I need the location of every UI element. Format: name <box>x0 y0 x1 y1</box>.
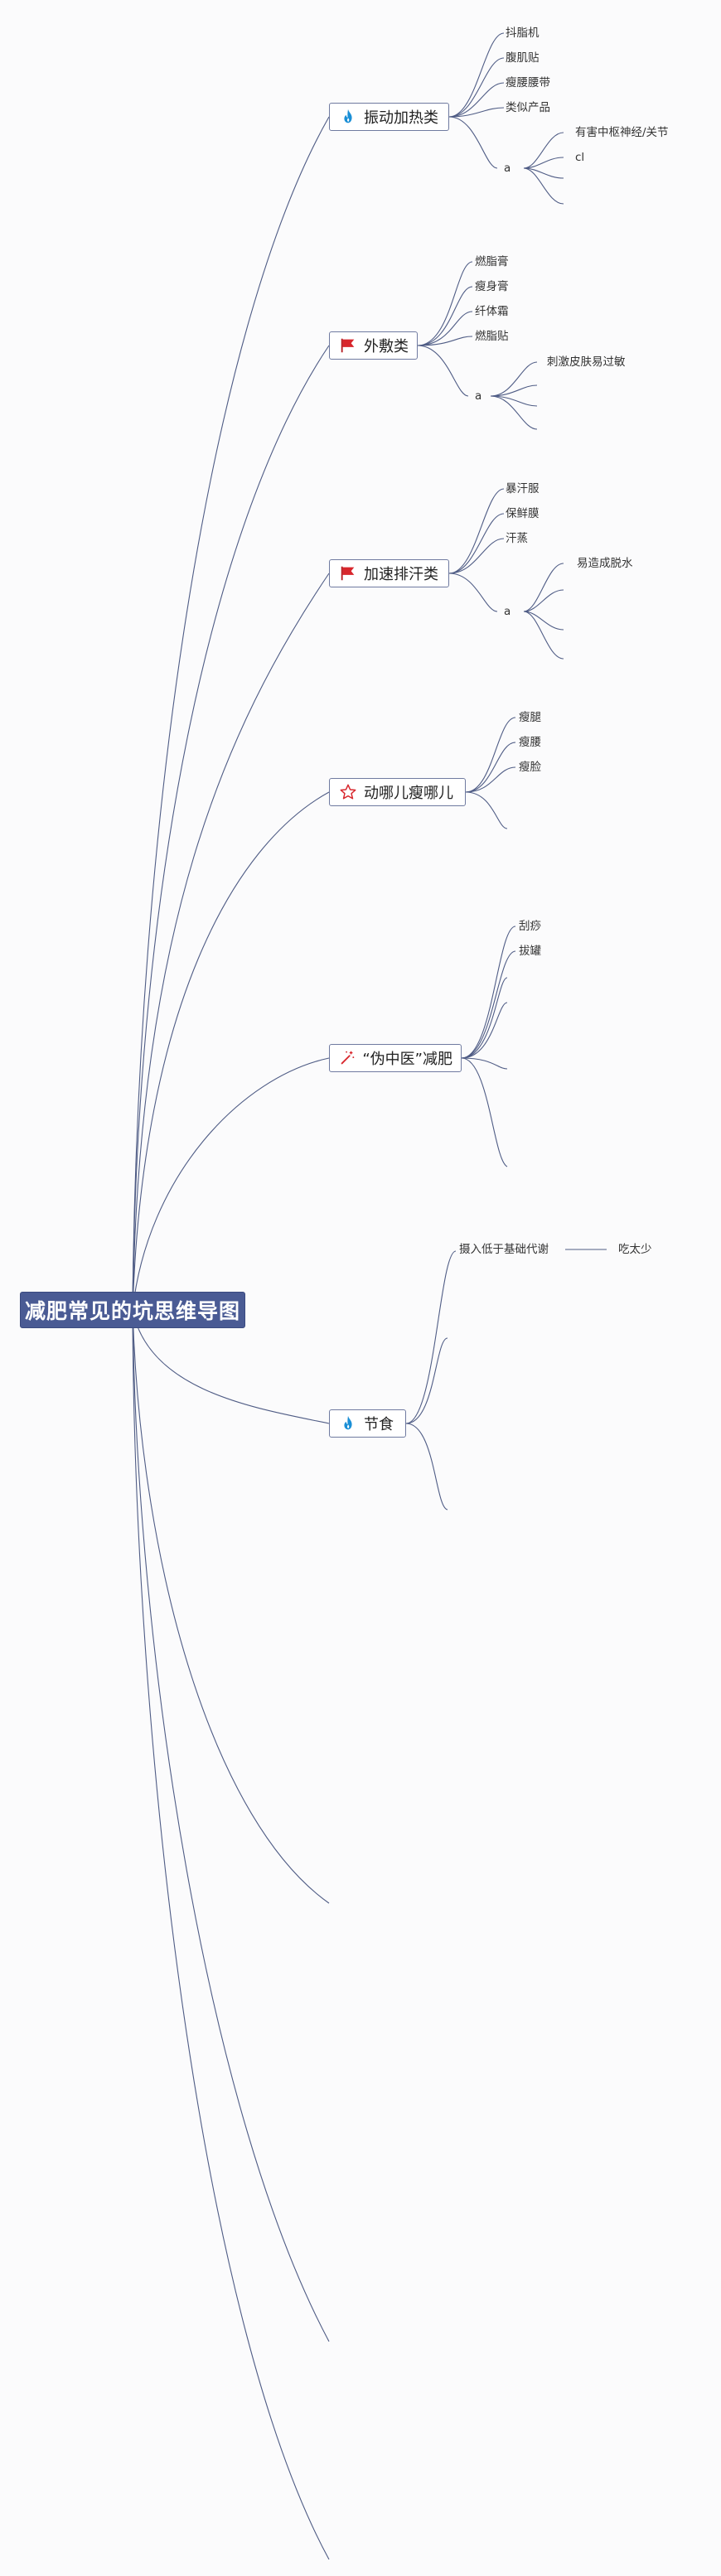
leaf-node[interactable]: 汗蒸 <box>506 532 528 545</box>
leaf-node[interactable]: 燃脂膏 <box>475 255 509 268</box>
wand-icon <box>338 1048 356 1068</box>
edge-root-cat4 <box>132 791 330 1311</box>
leaf-node[interactable]: 有害中枢神经/关节 <box>575 126 669 139</box>
leaf-node[interactable]: 纤体霜 <box>475 305 509 318</box>
edge-root-cat5 <box>132 1057 330 1311</box>
edge-root-cat6 <box>132 1309 330 1424</box>
category-topical[interactable]: 外敷类 <box>329 331 418 360</box>
edge-root-cat2 <box>132 345 330 1311</box>
leaf-node[interactable]: 吃太少 <box>618 1243 652 1256</box>
flame-icon <box>338 1414 358 1433</box>
leaf-node[interactable]: 类似产品 <box>506 101 550 114</box>
category-sweating[interactable]: 加速排汗类 <box>329 559 449 587</box>
leaf-node[interactable]: 保鲜膜 <box>506 507 540 520</box>
leaf-node[interactable]: a <box>504 162 511 175</box>
leaf-node[interactable]: 摄入低于基础代谢 <box>459 1243 549 1256</box>
star-outline-icon <box>338 782 358 802</box>
edge-root-cat1 <box>132 116 330 1311</box>
leaf-node[interactable]: 刺激皮肤易过敏 <box>547 355 626 369</box>
leaf-node[interactable]: 暴汗服 <box>506 482 540 495</box>
leaf-node[interactable]: 瘦腰 <box>519 736 541 749</box>
leaf-node[interactable]: 拔罐 <box>519 945 541 958</box>
edge-root-empty2 <box>132 1309 330 2342</box>
category-label: 振动加热类 <box>364 109 438 127</box>
leaf-node[interactable]: 腹肌贴 <box>506 51 540 65</box>
edge-root-empty1 <box>132 1309 330 1904</box>
flag-icon <box>338 336 358 355</box>
leaf-node[interactable]: 瘦腿 <box>519 711 541 724</box>
category-pseudo-tcm[interactable]: “伪中医”减肥 <box>329 1044 462 1072</box>
category-vibration-heating[interactable]: 振动加热类 <box>329 103 449 131</box>
leaf-node[interactable]: 易造成脱水 <box>577 557 633 570</box>
leaf-node[interactable]: 瘦身膏 <box>475 280 509 293</box>
edge-root-empty3 <box>132 1309 330 2560</box>
category-label: 加速排汗类 <box>364 566 438 583</box>
leaf-node[interactable]: 瘦腰腰带 <box>506 76 550 89</box>
flag-icon <box>338 563 358 583</box>
leaf-node[interactable]: cl <box>575 151 585 164</box>
leaf-node[interactable]: 瘦脸 <box>519 761 541 774</box>
leaf-node[interactable]: 刮痧 <box>519 920 541 933</box>
leaf-node[interactable]: a <box>504 605 511 618</box>
flame-icon <box>338 107 358 127</box>
category-spot-reduction[interactable]: 动哪儿瘦哪儿 <box>329 778 466 806</box>
category-label: 外敷类 <box>364 338 409 355</box>
category-label: 节食 <box>364 1416 394 1433</box>
edge-root-cat3 <box>132 573 330 1311</box>
root-label: 减肥常见的坑思维导图 <box>24 1299 240 1323</box>
leaf-node[interactable]: 抖脂机 <box>506 27 540 40</box>
leaf-node[interactable]: 燃脂贴 <box>475 330 509 343</box>
leaf-node[interactable]: a <box>475 389 482 403</box>
category-dieting[interactable]: 节食 <box>329 1409 406 1438</box>
category-label: 动哪儿瘦哪儿 <box>364 785 453 802</box>
category-label: “伪中医”减肥 <box>362 1051 452 1068</box>
root-node[interactable]: 减肥常见的坑思维导图 <box>20 1292 245 1328</box>
